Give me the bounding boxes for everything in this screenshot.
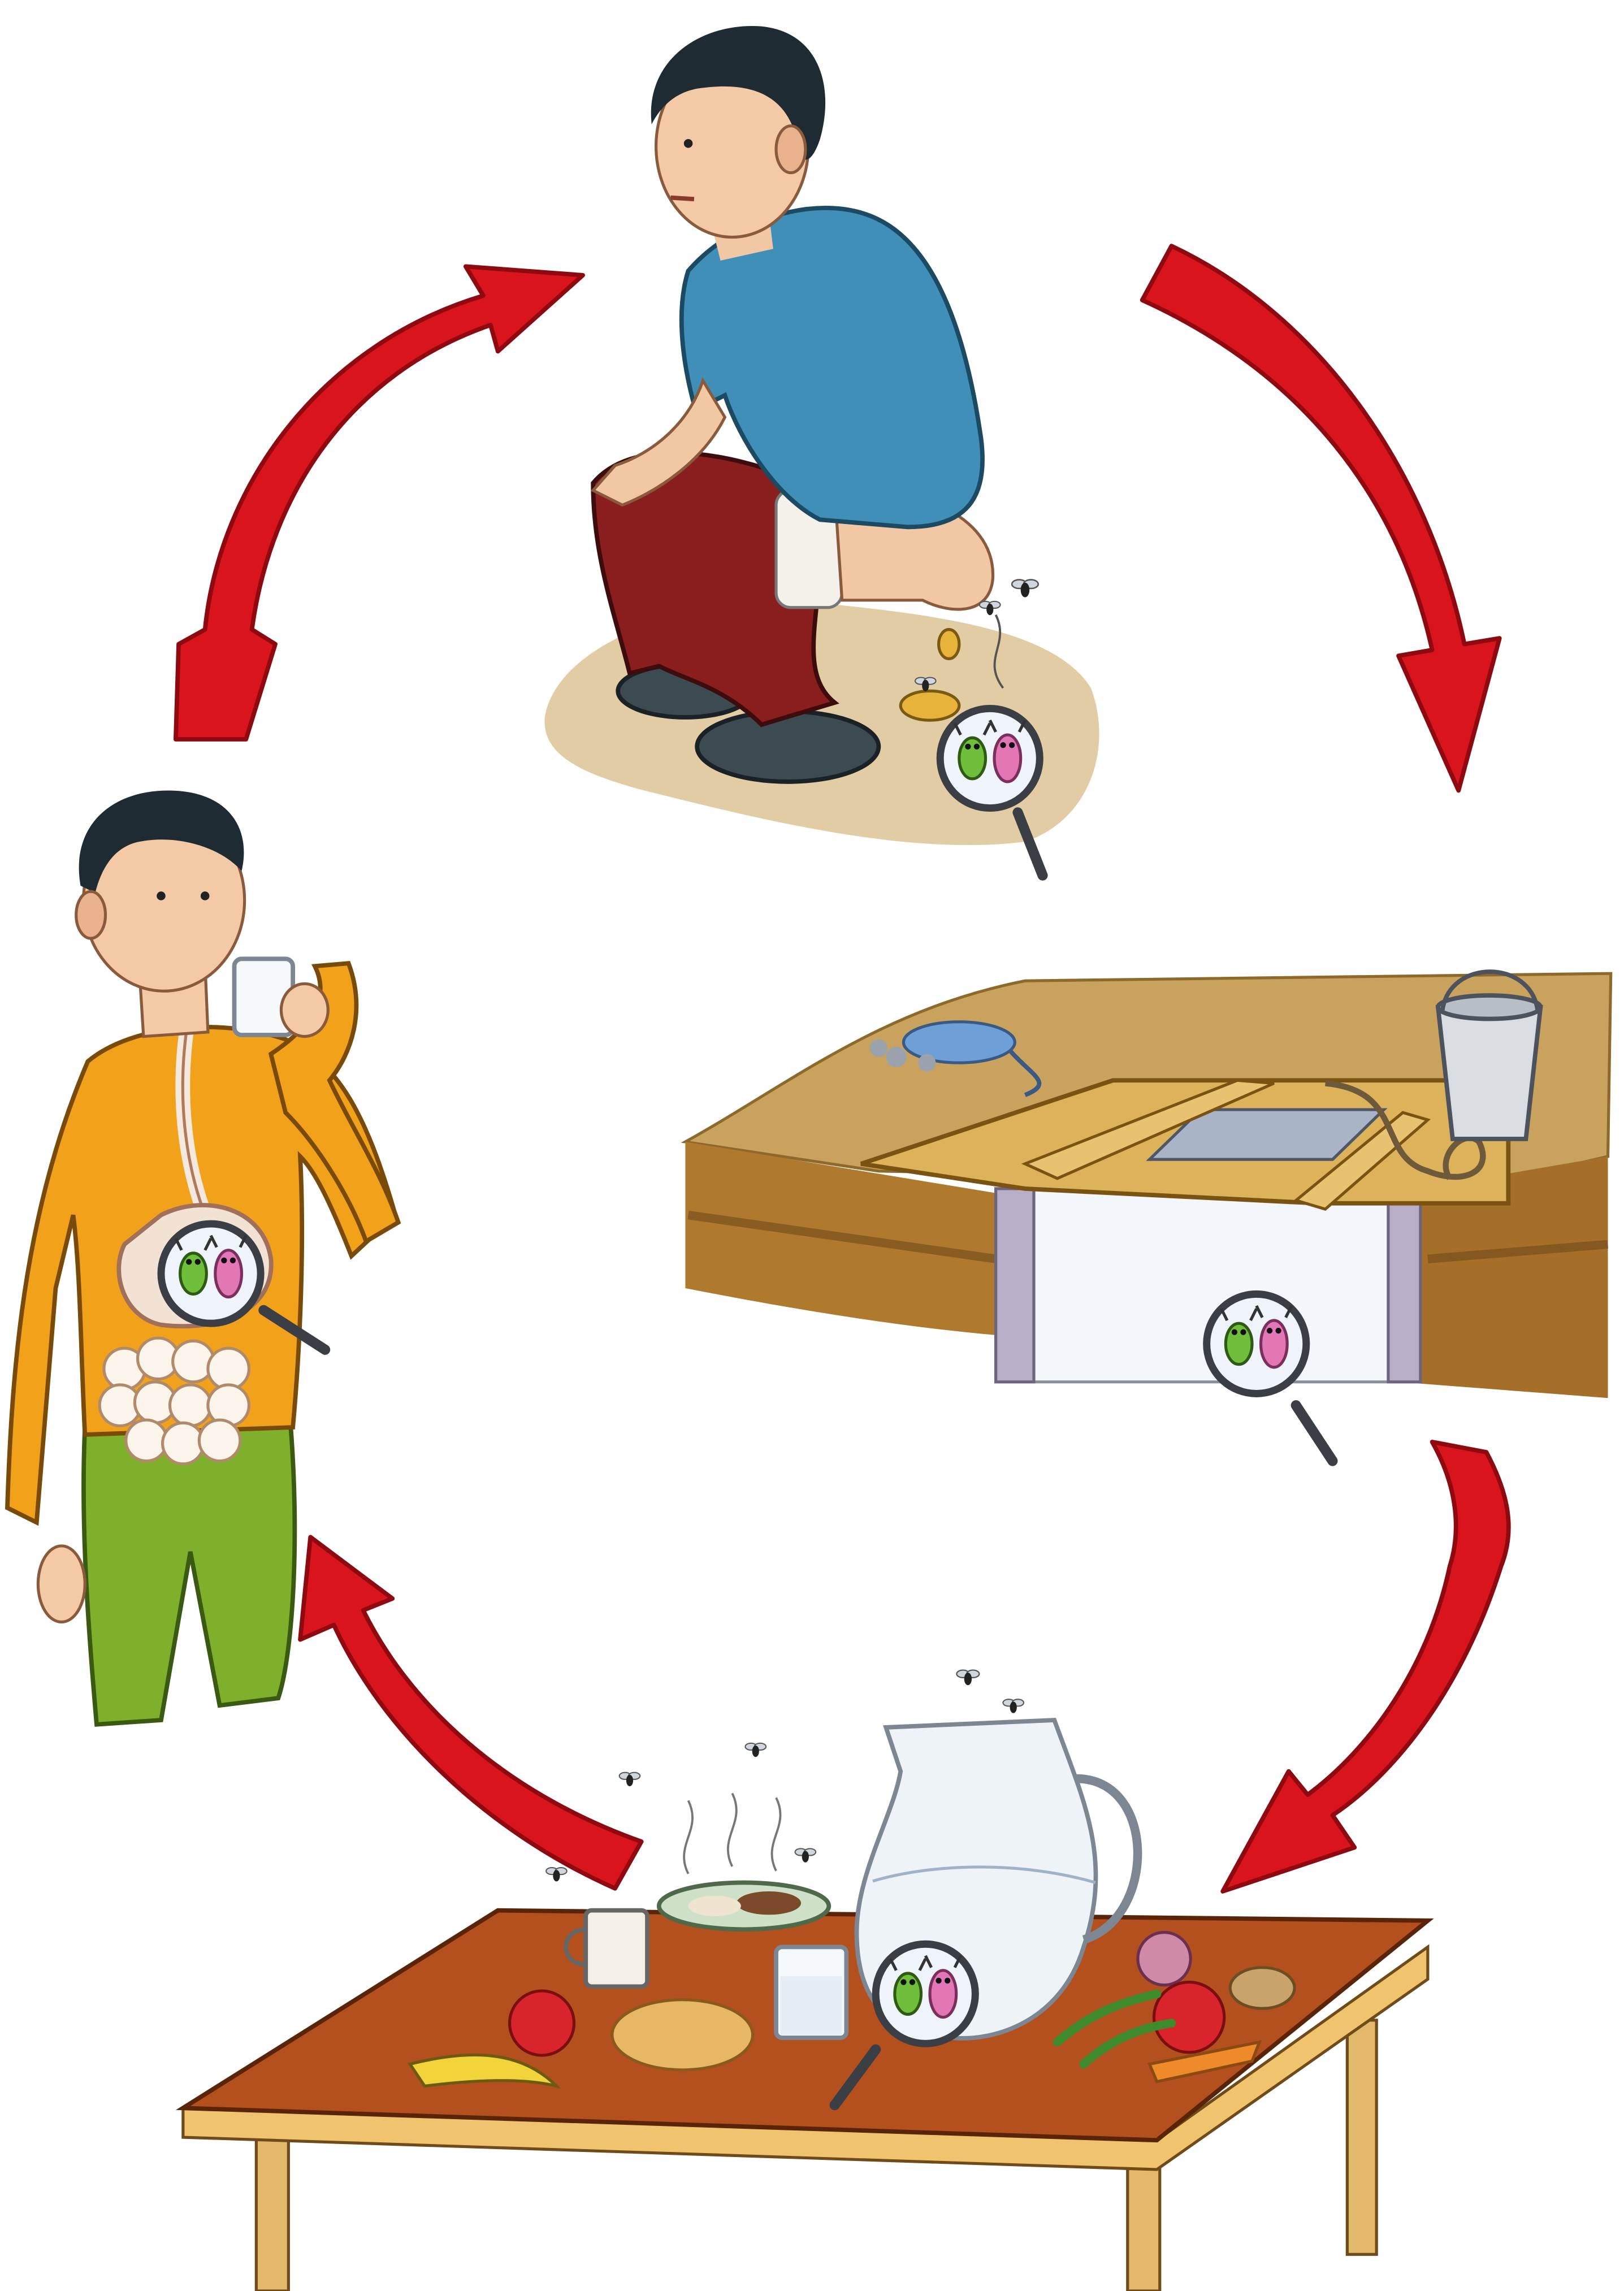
apple (510, 1991, 574, 2055)
eye (201, 891, 210, 900)
arrow-icon (176, 266, 583, 739)
arrow-icon (300, 1537, 642, 1889)
hand (281, 984, 328, 1036)
fly-icon (795, 1848, 816, 1862)
fly-icon (620, 1773, 640, 1786)
tomato (1154, 1982, 1224, 2052)
table-leg (1347, 2020, 1376, 2254)
contaminated-food-on-table (183, 1670, 1428, 2291)
bucket-icon (1438, 972, 1540, 1139)
germ-icon (1207, 1294, 1306, 1393)
contaminated-water-well (685, 972, 1610, 1461)
germ-icon (161, 1224, 261, 1323)
shoe (697, 712, 878, 782)
feces (939, 630, 959, 659)
puddle (903, 1022, 1015, 1063)
fly-icon (1003, 1699, 1024, 1713)
soup-bowl (659, 1882, 829, 1929)
well-wall-left (996, 1189, 1034, 1382)
mouth (671, 198, 694, 200)
feces (900, 691, 959, 720)
stone (918, 1054, 936, 1072)
fly-icon (956, 1670, 979, 1686)
eye (684, 139, 693, 148)
fly-icon (745, 1743, 766, 1757)
germ-icon (876, 1944, 975, 2043)
arrow-icon (1142, 246, 1500, 790)
ear (776, 126, 805, 173)
steam (684, 1793, 780, 1873)
bread (612, 2000, 753, 2070)
eye (157, 891, 166, 900)
potato (1230, 1968, 1294, 2009)
fly-icon (546, 1868, 567, 1881)
fly-icon (980, 601, 1001, 615)
arrow-icon (1223, 1442, 1509, 1891)
onion (1138, 1933, 1190, 1985)
fly-icon (1012, 580, 1038, 597)
ear (76, 891, 106, 938)
well-wall-right (1388, 1189, 1421, 1382)
germ-icon (940, 708, 1040, 808)
stone (870, 1040, 887, 1057)
hand (38, 1546, 85, 1622)
glass-icon (776, 1947, 846, 2038)
table-leg (256, 2137, 288, 2291)
stone (886, 1047, 906, 1067)
child-defecating-outdoors (544, 26, 1099, 876)
magnifying-glass-icon (940, 708, 1042, 875)
